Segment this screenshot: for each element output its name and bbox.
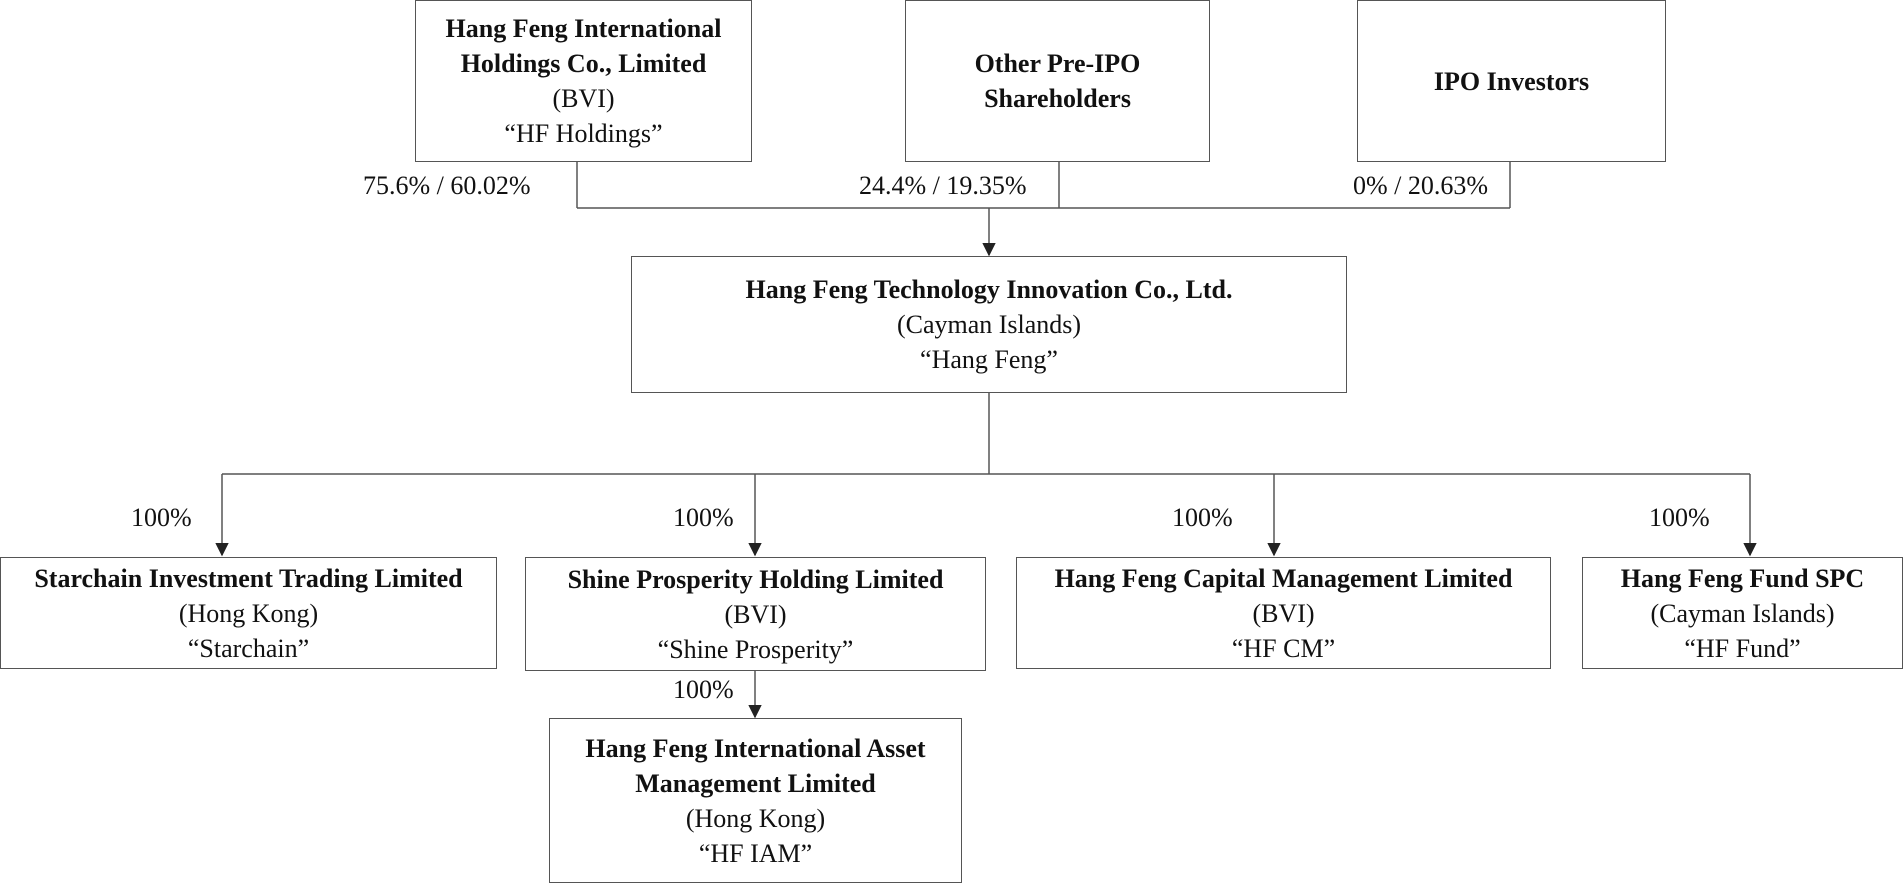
hf-fund-box: Hang Feng Fund SPC (Cayman Islands) “HF … bbox=[1582, 557, 1903, 669]
hf-cm-name: Hang Feng Capital Management Limited bbox=[1054, 563, 1513, 593]
hf-fund-alias: “HF Fund” bbox=[1684, 633, 1801, 663]
hf-holdings-ownership: 75.6% / 60.02% bbox=[363, 171, 531, 200]
hf-holdings-box: Hang Feng International Holdings Co., Li… bbox=[415, 0, 752, 162]
ipo-investors-ownership: 0% / 20.63% bbox=[1353, 171, 1489, 200]
hf-cm-alias: “HF CM” bbox=[1231, 633, 1336, 663]
hf-fund-ownership: 100% bbox=[1649, 503, 1710, 532]
starchain-alias: “Starchain” bbox=[187, 633, 310, 663]
starchain-box: Starchain Investment Trading Limited (Ho… bbox=[0, 557, 497, 669]
ipo-investors-box: IPO Investors bbox=[1357, 0, 1666, 162]
ipo-investors-name: IPO Investors bbox=[1433, 66, 1590, 96]
parent-company-jurisdiction: (Cayman Islands) bbox=[896, 310, 1082, 339]
shine-prosperity-ownership: 100% bbox=[673, 503, 734, 532]
starchain-name: Starchain Investment Trading Limited bbox=[34, 563, 463, 593]
other-pre-ipo-name-line2: Shareholders bbox=[984, 84, 1131, 113]
starchain-ownership: 100% bbox=[131, 503, 192, 532]
starchain-jurisdiction: (Hong Kong) bbox=[178, 598, 319, 628]
shine-prosperity-box: Shine Prosperity Holding Limited (BVI) “… bbox=[525, 557, 986, 671]
hf-iam-name-line2: Management Limited bbox=[635, 768, 876, 798]
parent-company-name: Hang Feng Technology Innovation Co., Ltd… bbox=[745, 275, 1233, 304]
hf-iam-jurisdiction: (Hong Kong) bbox=[685, 803, 826, 833]
hf-fund-name: Hang Feng Fund SPC bbox=[1620, 563, 1865, 593]
other-pre-ipo-name-line1: Other Pre-IPO bbox=[974, 49, 1141, 78]
hf-iam-ownership: 100% bbox=[673, 675, 734, 704]
parent-company-box: Hang Feng Technology Innovation Co., Ltd… bbox=[631, 256, 1347, 393]
shine-prosperity-jurisdiction: (BVI) bbox=[724, 599, 787, 629]
hf-holdings-jurisdiction: (BVI) bbox=[552, 84, 615, 113]
hf-iam-box: Hang Feng International Asset Management… bbox=[549, 718, 962, 883]
other-pre-ipo-ownership: 24.4% / 19.35% bbox=[859, 171, 1027, 200]
shine-prosperity-name: Shine Prosperity Holding Limited bbox=[567, 564, 944, 594]
hf-cm-box: Hang Feng Capital Management Limited (BV… bbox=[1016, 557, 1551, 669]
shine-prosperity-alias: “Shine Prosperity” bbox=[657, 634, 854, 664]
hf-cm-ownership: 100% bbox=[1172, 503, 1233, 532]
hf-iam-name-line1: Hang Feng International Asset bbox=[585, 733, 926, 763]
hf-fund-jurisdiction: (Cayman Islands) bbox=[1650, 598, 1835, 628]
other-pre-ipo-box: Other Pre-IPO Shareholders bbox=[905, 0, 1210, 162]
hf-cm-jurisdiction: (BVI) bbox=[1252, 598, 1315, 628]
hf-iam-alias: “HF IAM” bbox=[698, 838, 813, 868]
hf-holdings-name-line2: Holdings Co., Limited bbox=[460, 49, 707, 78]
hf-holdings-alias: “HF Holdings” bbox=[504, 119, 663, 148]
hf-holdings-name-line1: Hang Feng International bbox=[445, 14, 722, 43]
parent-company-alias: “Hang Feng” bbox=[920, 345, 1058, 374]
